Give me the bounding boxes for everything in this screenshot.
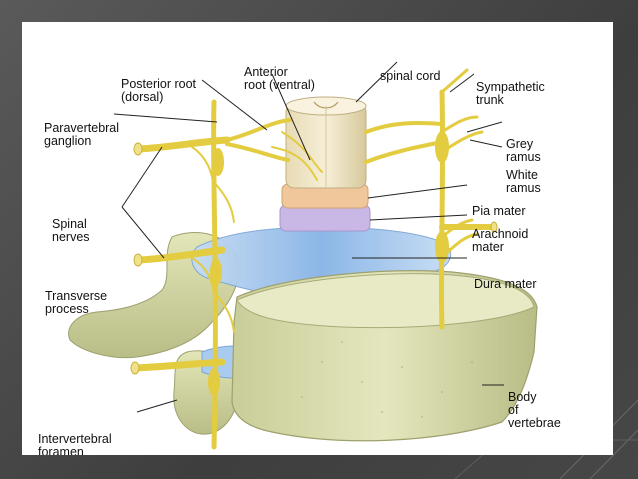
label-posterior-root: Posterior root(dorsal) [121, 77, 197, 104]
nerve-ends [130, 142, 498, 375]
label-dura-mater: Dura mater [474, 277, 537, 291]
bone-texture [301, 341, 473, 418]
vertebral-body-top [236, 273, 535, 329]
label-pia-mater: Pia mater [472, 204, 526, 218]
arachnoid-band [279, 204, 371, 232]
label-spinal-cord: spinal cord [380, 69, 441, 83]
leader-lines [113, 61, 504, 413]
spinal-anatomy-illustration [68, 61, 538, 450]
